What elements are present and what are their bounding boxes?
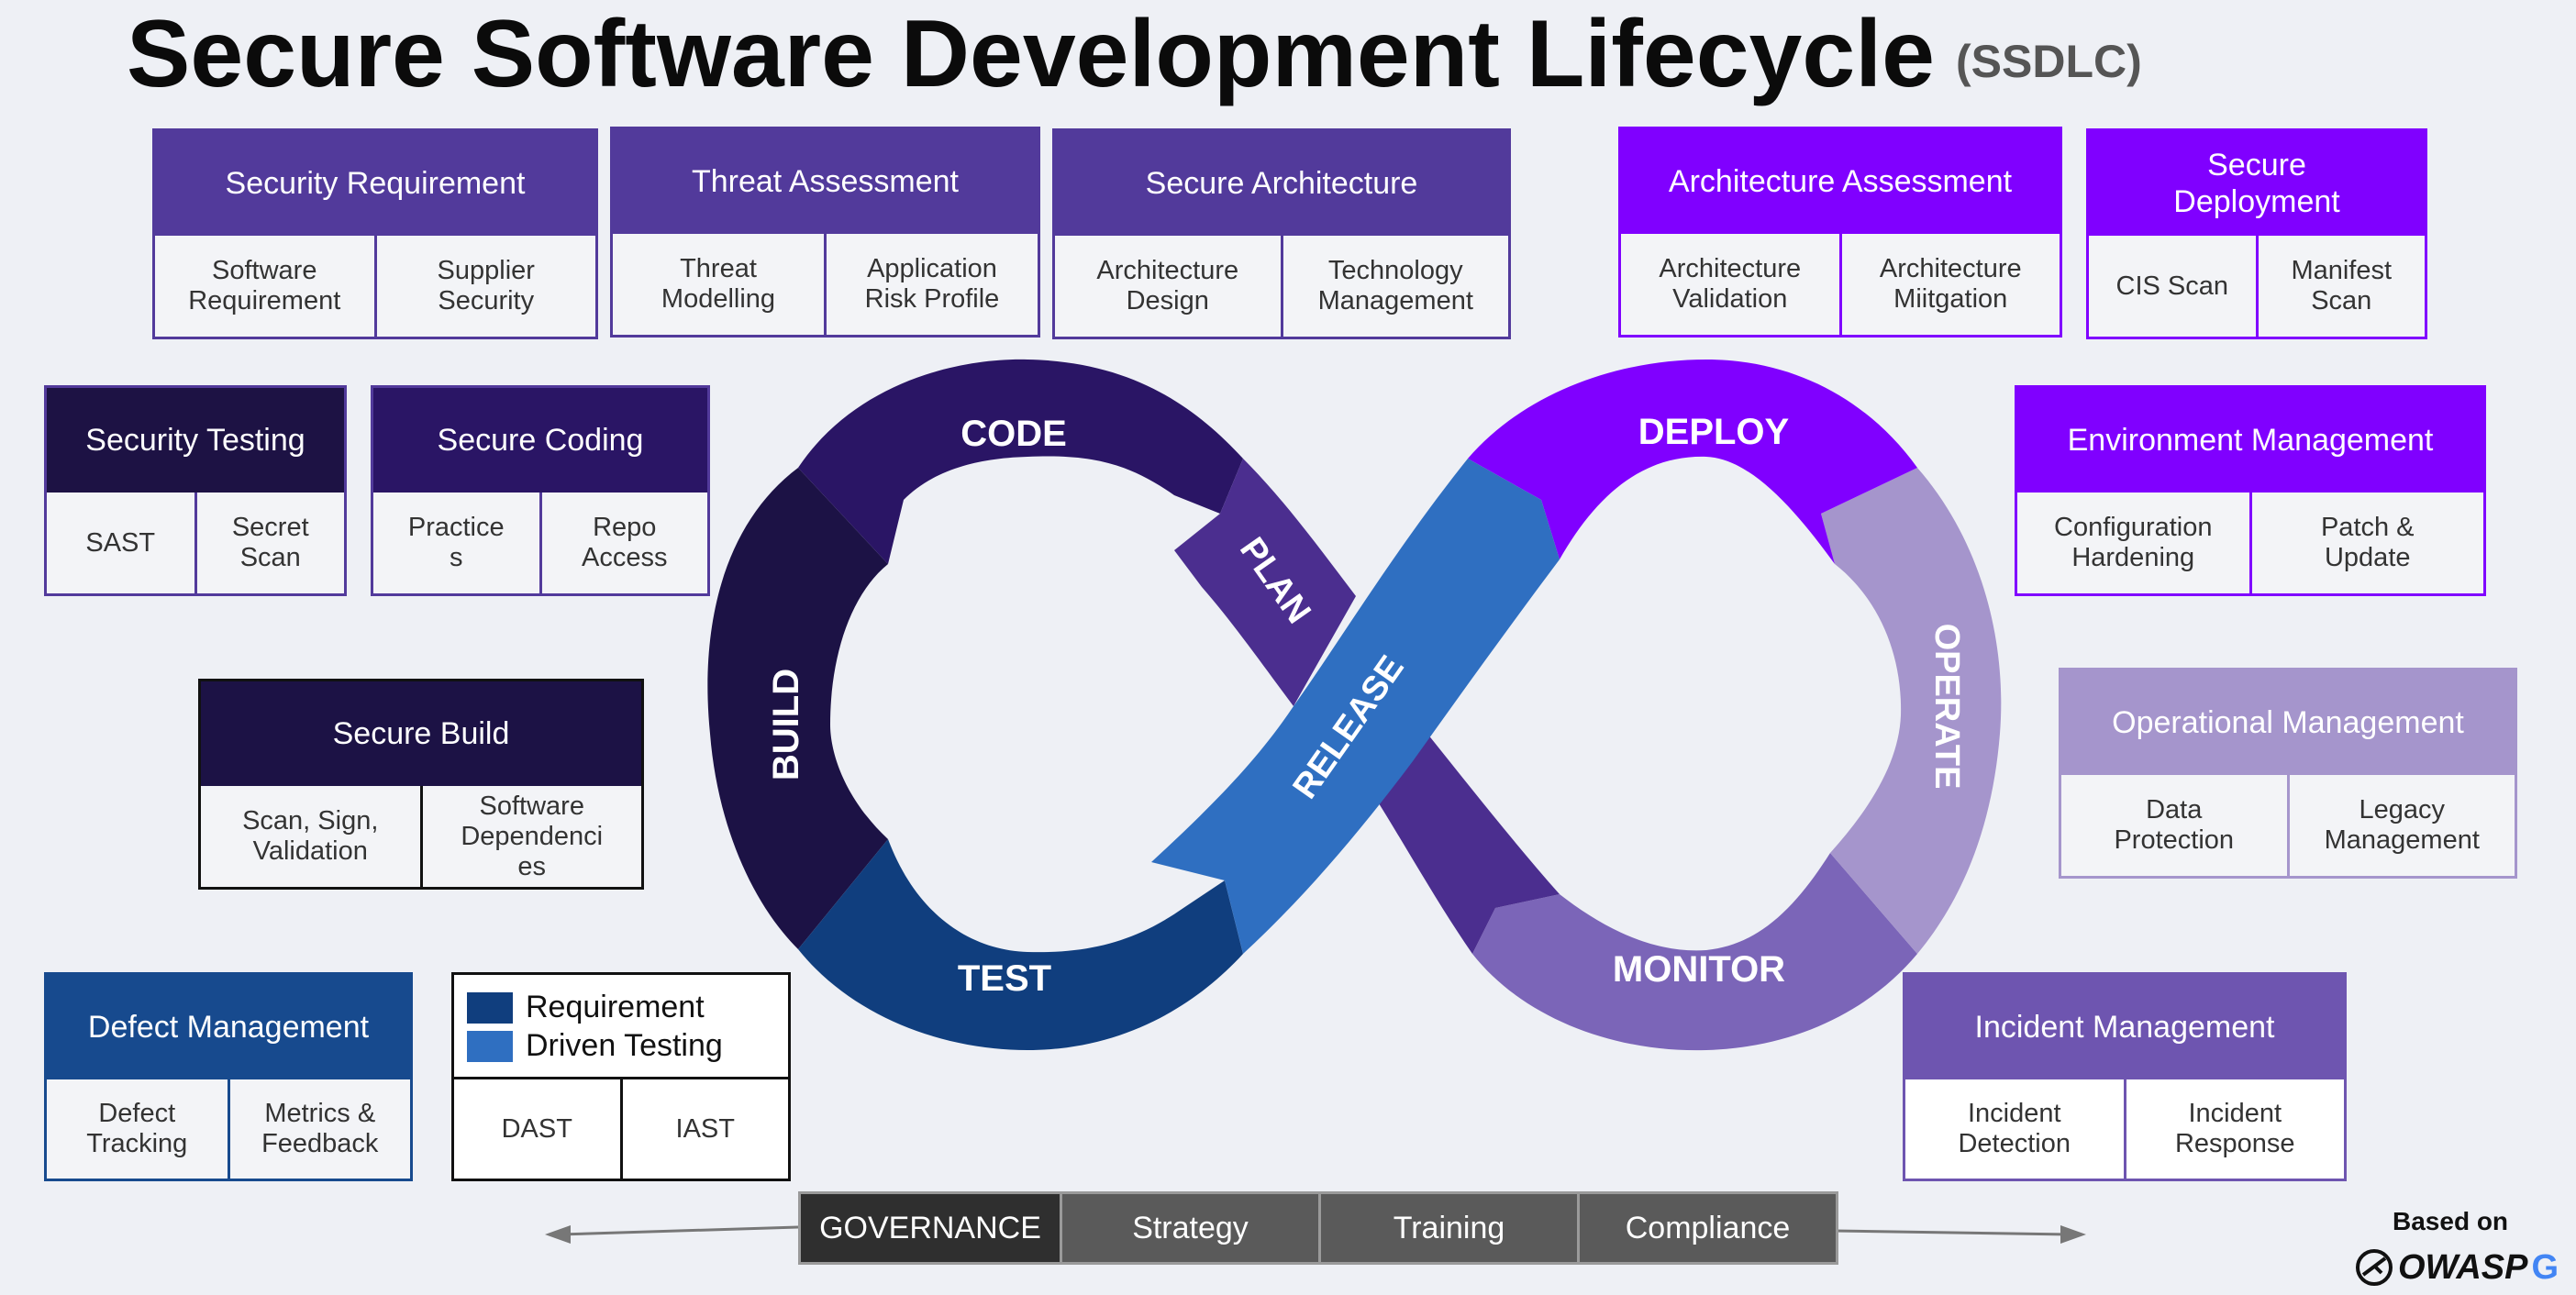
card-item: Software Dependenci es bbox=[419, 786, 642, 887]
card-item: Technology Management bbox=[1280, 236, 1509, 337]
owasp-wasp-icon bbox=[2356, 1249, 2393, 1286]
code-segment bbox=[798, 359, 1243, 564]
card-header: Secure Coding bbox=[373, 388, 707, 493]
card-header: Security Testing bbox=[47, 388, 344, 493]
card-item: Legacy Management bbox=[2286, 775, 2515, 876]
card-item: Manifest Scan bbox=[2255, 236, 2426, 337]
governance-item: Strategy bbox=[1060, 1194, 1318, 1262]
card-item: Practice s bbox=[407, 513, 505, 572]
card-item: Metrics & Feedback bbox=[227, 1079, 411, 1179]
monitor-segment bbox=[1472, 853, 1917, 1051]
card-secure-build: Secure Build Scan, Sign, Validation Soft… bbox=[198, 679, 644, 890]
card-item: CIS Scan bbox=[2115, 271, 2229, 301]
card-secure-architecture: Secure Architecture Architecture Design … bbox=[1052, 128, 1511, 339]
release-segment bbox=[1151, 459, 1560, 954]
owasp-text: OWASP bbox=[2398, 1247, 2528, 1287]
card-item: Patch & Update bbox=[2248, 493, 2484, 593]
phase-operate-label: OPERATE bbox=[1927, 624, 1966, 790]
card-item: Scan, Sign, Validation bbox=[242, 806, 379, 866]
based-on-label: Based on bbox=[2393, 1207, 2509, 1235]
legend-row: Requirement bbox=[467, 990, 705, 1025]
legend: Requirement Driven Testing bbox=[454, 975, 788, 1079]
card-environment-management: Environment Management Configuration Har… bbox=[2015, 385, 2486, 596]
card-item: Architecture Design bbox=[1096, 256, 1239, 315]
page-subtitle: (SSDLC) bbox=[1956, 36, 2142, 87]
governance-item: Training bbox=[1318, 1194, 1577, 1262]
card-operational-management: Operational Management Data Protection L… bbox=[2059, 668, 2517, 879]
card-header: Environment Management bbox=[2017, 388, 2483, 493]
page-title: Secure Software Development Lifecycle bbox=[127, 1, 1935, 107]
card-item: Software Requirement bbox=[188, 256, 341, 315]
legend-label: Driven Testing bbox=[526, 1028, 723, 1063]
card-item: SAST bbox=[85, 527, 156, 558]
card-item: Data Protection bbox=[2114, 795, 2235, 855]
card-item: Incident Response bbox=[2123, 1079, 2345, 1179]
card-header: Architecture Assessment bbox=[1621, 129, 2060, 234]
card-defect-management: Defect Management Defect Tracking Metric… bbox=[44, 972, 413, 1181]
card-item: Defect Tracking bbox=[86, 1099, 188, 1158]
card-item: Application Risk Profile bbox=[824, 234, 1038, 335]
legend-row: Driven Testing bbox=[467, 1028, 723, 1064]
card-header: Threat Assessment bbox=[613, 129, 1038, 234]
card-threat-assessment: Threat Assessment Threat Modelling Appli… bbox=[610, 127, 1040, 338]
card-item: Configuration Hardening bbox=[2054, 513, 2213, 572]
card-security-testing: Security Testing SAST Secret Scan bbox=[44, 385, 347, 596]
governance-right-arrowhead bbox=[2060, 1225, 2086, 1244]
card-item: Architecture Validation bbox=[1659, 254, 1802, 314]
card-header: Incident Management bbox=[1905, 975, 2344, 1079]
card-architecture-assessment: Architecture Assessment Architecture Val… bbox=[1618, 127, 2062, 338]
monitor-lead-segment bbox=[1358, 715, 1560, 954]
phase-code-label: CODE bbox=[960, 414, 1067, 454]
plan-segment bbox=[1174, 459, 1356, 706]
phase-build-label: BUILD bbox=[766, 669, 806, 780]
governance-left-arrowhead bbox=[545, 1225, 571, 1244]
google-icon: G bbox=[2531, 1247, 2559, 1287]
governance-item: GOVERNANCE bbox=[801, 1194, 1060, 1262]
card-incident-management: Incident Management Incident Detection I… bbox=[1903, 972, 2347, 1181]
legend-label: Requirement bbox=[526, 990, 705, 1024]
card-item: IAST bbox=[619, 1079, 789, 1179]
governance-right-arrow bbox=[1834, 1229, 2071, 1236]
governance-item: Compliance bbox=[1577, 1194, 1836, 1262]
phase-deploy-label: DEPLOY bbox=[1638, 412, 1790, 452]
card-requirement-driven-testing: Requirement Driven Testing DAST IAST bbox=[451, 972, 791, 1181]
card-header: Secure Architecture bbox=[1055, 131, 1508, 236]
phase-test-label: TEST bbox=[958, 958, 1051, 999]
phase-monitor-label: MONITOR bbox=[1613, 949, 1785, 990]
card-secure-deployment: Secure Deployment CIS Scan Manifest Scan bbox=[2086, 128, 2427, 339]
card-header: Defect Management bbox=[47, 975, 410, 1079]
owasp-logo: OWASP G bbox=[2354, 1247, 2559, 1288]
card-header: Secure Deployment bbox=[2089, 131, 2425, 236]
card-header: Operational Management bbox=[2061, 670, 2515, 775]
card-item: Supplier Security bbox=[373, 236, 596, 337]
card-item: Architecture Miitgation bbox=[1838, 234, 2060, 335]
card-item: Incident Detection bbox=[1958, 1099, 2071, 1158]
operate-segment bbox=[1821, 468, 2002, 954]
legend-swatch-requirement bbox=[467, 991, 513, 1024]
card-item: Repo Access bbox=[539, 493, 708, 593]
governance-bar: GOVERNANCE Strategy Training Compliance bbox=[798, 1191, 1838, 1265]
governance-left-arrow bbox=[559, 1225, 799, 1236]
card-secure-coding: Secure Coding Practice s Repo Access bbox=[371, 385, 710, 596]
deploy-segment bbox=[1468, 360, 1917, 564]
test-segment bbox=[798, 839, 1243, 1050]
card-security-requirement: Security Requirement Software Requiremen… bbox=[152, 128, 598, 339]
card-item: Threat Modelling bbox=[661, 254, 776, 314]
build-segment bbox=[707, 468, 888, 949]
card-header: Secure Build bbox=[201, 681, 641, 786]
card-item: DAST bbox=[501, 1113, 572, 1144]
card-item: Secret Scan bbox=[194, 493, 345, 593]
legend-swatch-driven-testing bbox=[467, 1030, 513, 1062]
card-header: Security Requirement bbox=[155, 131, 595, 236]
